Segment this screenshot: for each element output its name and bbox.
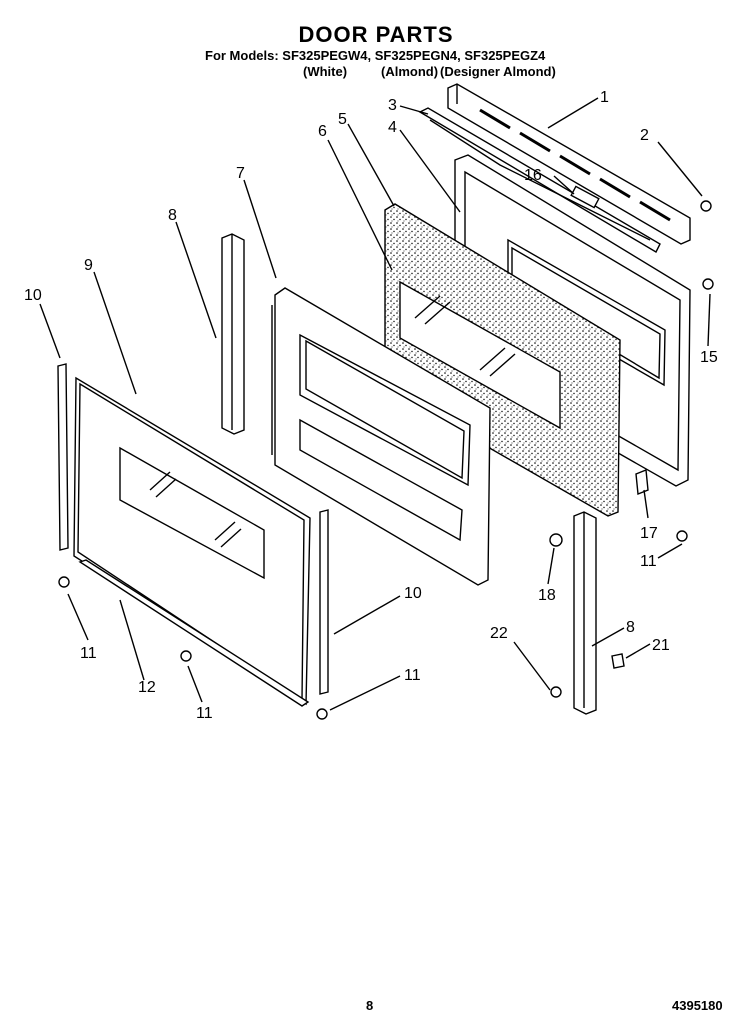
callout-10-right: 10 <box>404 585 422 602</box>
part-window-glass-pack <box>414 295 516 377</box>
callout-4: 4 <box>388 119 397 136</box>
part-side-trim-left <box>57 363 69 551</box>
callout-9: 9 <box>84 257 93 274</box>
color-designer-almond: (Designer Almond) <box>440 64 556 79</box>
callout-3: 3 <box>388 97 397 114</box>
part-bottom-trim <box>78 559 310 707</box>
part-insulation <box>384 203 621 517</box>
callout-5: 5 <box>338 111 347 128</box>
callout-16: 16 <box>524 167 542 184</box>
part-side-trim-right <box>319 509 329 695</box>
model-numbers: For Models: SF325PEGW4, SF325PEGN4, SF32… <box>205 48 546 63</box>
color-almond: (Almond) <box>381 64 439 79</box>
callout-18: 18 <box>538 587 556 604</box>
color-white: (White) <box>303 64 348 79</box>
callout-10-left: 10 <box>24 287 42 304</box>
document-number: 4395180 <box>672 998 723 1013</box>
callout-12: 12 <box>138 679 156 696</box>
part-screws <box>58 200 714 720</box>
callout-8-right: 8 <box>626 619 635 636</box>
page-title: DOOR PARTS <box>298 22 454 47</box>
part-badge <box>570 185 600 209</box>
callout-11-b: 11 <box>196 705 213 722</box>
callout-6: 6 <box>318 123 327 140</box>
callout-11-d: 11 <box>640 553 657 570</box>
part-door-top-bracket <box>418 107 661 253</box>
part-door-liner <box>271 287 491 586</box>
callout-21: 21 <box>652 637 670 654</box>
part-clip-21 <box>611 653 625 669</box>
part-vent-trim <box>447 83 691 245</box>
part-clip-17 <box>635 469 649 495</box>
callout-11-c: 11 <box>404 667 421 684</box>
callout-17: 17 <box>640 525 658 542</box>
callout-11-a: 11 <box>80 645 97 662</box>
callout-15: 15 <box>700 349 718 366</box>
callout-8-left: 8 <box>168 207 177 224</box>
callout-1: 1 <box>600 89 609 106</box>
part-hinge-channel-right <box>573 511 597 715</box>
callout-7: 7 <box>236 165 245 182</box>
callout-2: 2 <box>640 127 649 144</box>
leader-lines <box>39 97 711 711</box>
part-hinge-channel-left <box>221 233 245 435</box>
callout-22: 22 <box>490 625 508 642</box>
callout-labels: 1 2 3 4 5 6 7 8 9 10 11 12 11 10 11 16 1… <box>24 89 718 722</box>
page-number: 8 <box>366 998 374 1013</box>
